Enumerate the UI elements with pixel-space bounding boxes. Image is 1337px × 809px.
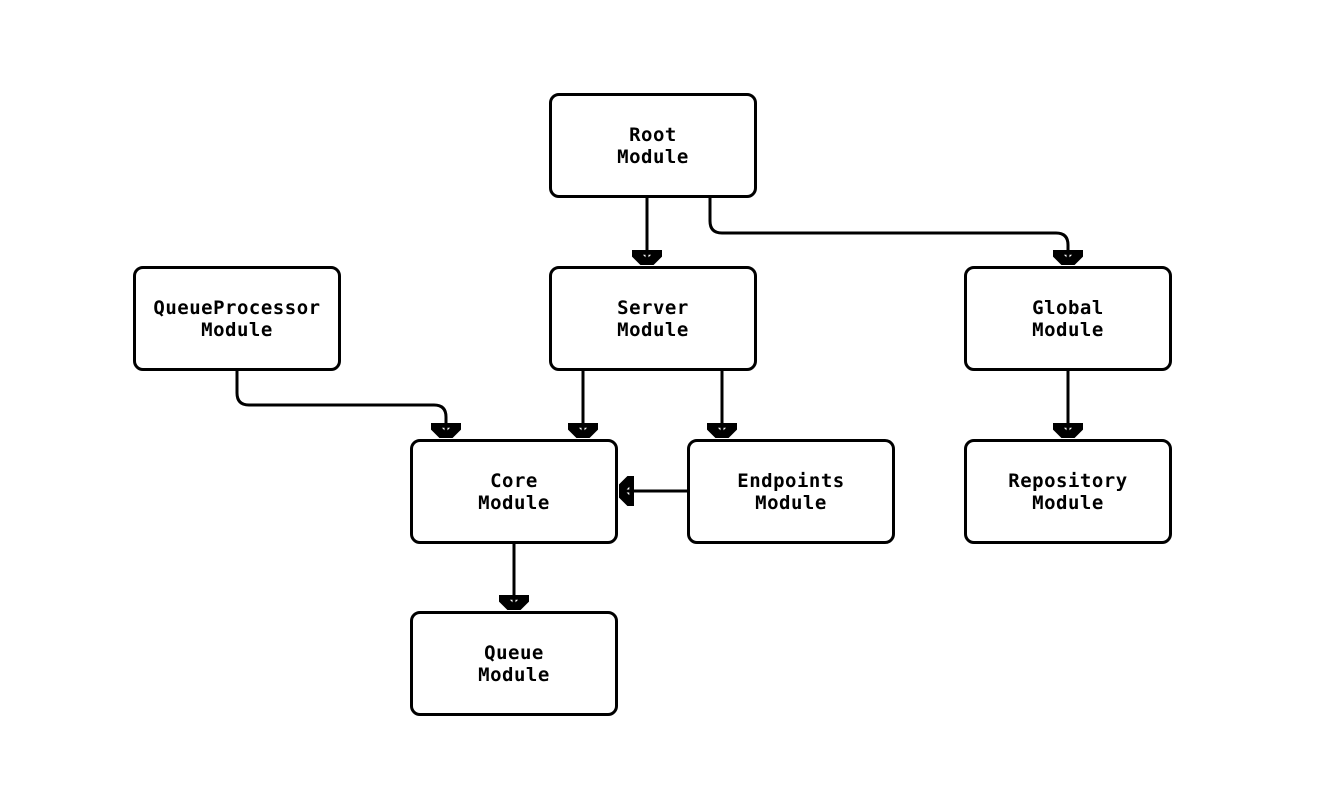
node-root-module-label: Root Module [617, 123, 689, 168]
node-core-module-label: Core Module [478, 469, 550, 514]
node-queue-module-label: Queue Module [478, 641, 550, 686]
node-queue-module: Queue Module [410, 611, 618, 716]
node-endpoints-module-label: Endpoints Module [737, 469, 845, 514]
node-queueprocessor-module-label: QueueProcessor Module [153, 296, 321, 341]
node-server-module: Server Module [549, 266, 757, 371]
node-repository-module: Repository Module [964, 439, 1172, 544]
node-queueprocessor-module: QueueProcessor Module [133, 266, 341, 371]
node-server-module-label: Server Module [617, 296, 689, 341]
node-core-module: Core Module [410, 439, 618, 544]
node-global-module-label: Global Module [1032, 296, 1104, 341]
edge-queueprocessor-core [235, 371, 446, 437]
edge-root-global [708, 198, 1068, 264]
node-global-module: Global Module [964, 266, 1172, 371]
node-endpoints-module: Endpoints Module [687, 439, 895, 544]
node-root-module: Root Module [549, 93, 757, 198]
node-repository-module-label: Repository Module [1008, 469, 1128, 514]
